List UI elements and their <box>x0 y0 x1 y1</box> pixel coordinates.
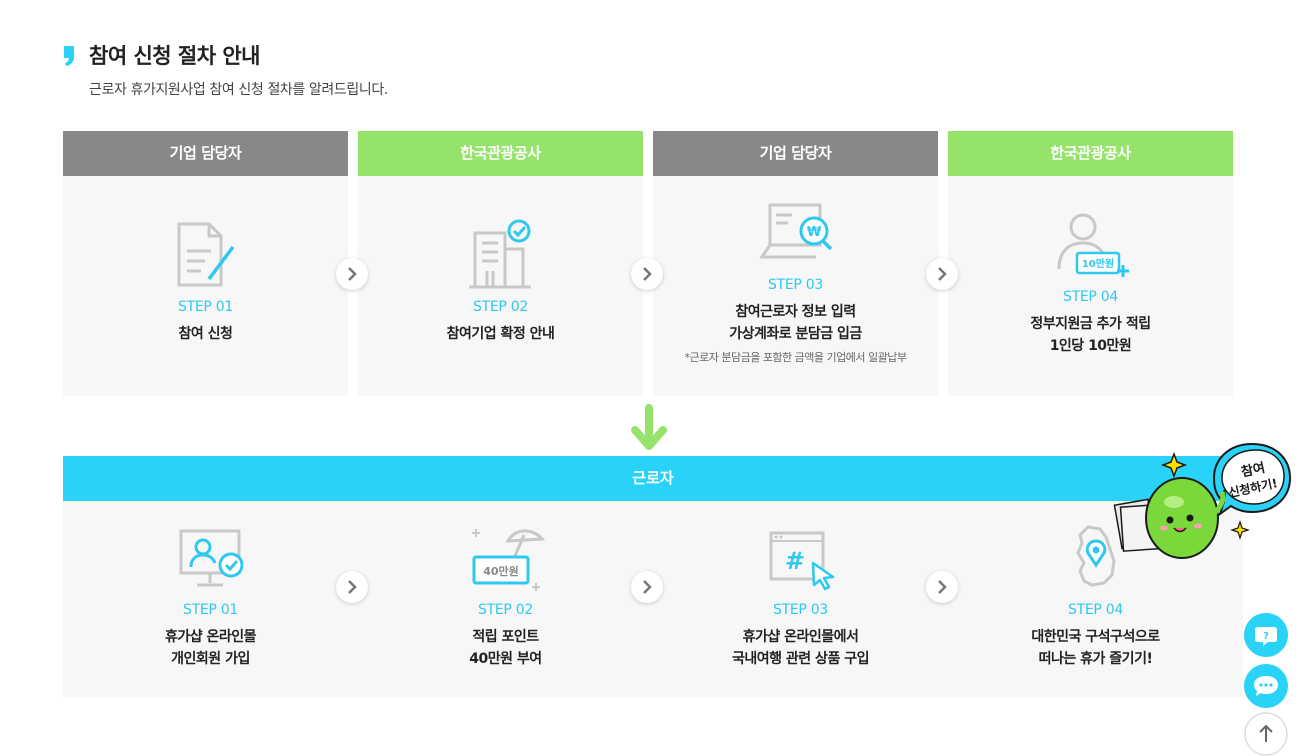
page-title: 참여 신청 절차 안내 <box>89 44 261 68</box>
svg-text:₩: ₩ <box>806 225 821 240</box>
bubble-line-1: 참여 <box>1240 460 1267 481</box>
step-description: 참여기업 확정 안내 <box>446 326 555 342</box>
process-step-card: 한국관광공사 10만원 STEP 04 정부지원금 추가 적립 1인당 10만원 <box>948 131 1233 396</box>
step-role-header: 한국관광공사 <box>948 131 1233 176</box>
process-step-card: 기업 담당자 STEP 01 참여 신청 <box>63 131 348 396</box>
step-description: 휴가샵 온라인몰에서 국내여행 관련 상품 구입 <box>732 629 869 667</box>
laptop-won-icon: ₩ <box>653 201 938 281</box>
chevron-right-icon <box>643 267 652 281</box>
money-label: 40만원 <box>483 564 519 578</box>
chevron-right-icon <box>643 580 652 594</box>
document-edit-icon <box>63 221 348 301</box>
chevron-right-icon <box>938 580 947 594</box>
process-step-card: STEP 01 휴가샵 온라인몰 개인회원 가입 <box>63 501 358 697</box>
step-description: 정부지원금 추가 적립 1인당 10만원 <box>1030 316 1151 354</box>
page-subtitle: 근로자 휴가지원사업 참여 신청 절차를 알려드립니다. <box>89 82 388 98</box>
step-role-header: 기업 담당자 <box>63 131 348 176</box>
step-number: STEP 04 <box>1068 602 1123 618</box>
next-step-arrow <box>926 258 958 290</box>
worker-header: 근로자 <box>63 456 1243 501</box>
step-role-header: 한국관광공사 <box>358 131 643 176</box>
process-step-card: 40만원 STEP 02 적립 포인트 40만원 부여 <box>358 501 653 697</box>
step-number: STEP 04 <box>1063 289 1118 305</box>
svg-text:#: # <box>784 547 804 575</box>
beach-umbrella-money-icon: 40만원 <box>358 523 653 603</box>
next-step-arrow <box>631 258 663 290</box>
quote-mark-icon <box>64 46 74 66</box>
process-step-card: STEP 04 대한민국 구석구석으로 떠나는 휴가 즐기기! <box>948 501 1243 697</box>
next-step-arrow <box>926 571 958 603</box>
chat-bubble-icon <box>1244 664 1288 708</box>
process-step-card: 기업 담당자 ₩ STEP 03 참여근로자 정보 입력 가상계좌로 분담금 입… <box>653 131 938 396</box>
step-number: STEP 02 <box>473 299 528 315</box>
chat-question-icon: ? <box>1244 613 1288 657</box>
money-label: 10만원 <box>1081 257 1113 270</box>
user-plus-money-icon: 10만원 <box>948 211 1233 291</box>
korea-map-pin-icon <box>948 523 1243 603</box>
step-number: STEP 03 <box>773 602 828 618</box>
step-number: STEP 03 <box>768 277 823 293</box>
step-description: 참여 신청 <box>178 326 233 342</box>
step-role-header: 기업 담당자 <box>653 131 938 176</box>
process-step-card: # STEP 03 휴가샵 온라인몰에서 국내여행 관련 상품 구입 <box>653 501 948 697</box>
monitor-user-check-icon <box>63 527 358 607</box>
step-note: *근로자 분담금을 포함한 금액을 기업에서 일괄납부 <box>684 351 907 364</box>
chevron-right-icon <box>938 267 947 281</box>
step-description: 휴가샵 온라인몰 개인회원 가입 <box>164 629 257 667</box>
chevron-right-icon <box>348 580 357 594</box>
chat-button[interactable] <box>1244 664 1288 708</box>
faq-chat-button[interactable]: ? <box>1244 613 1288 657</box>
step-description: 참여근로자 정보 입력 가상계좌로 분담금 입금 <box>729 304 862 342</box>
step-number: STEP 01 <box>178 299 233 315</box>
chevron-right-icon <box>348 267 357 281</box>
building-check-icon <box>358 219 643 299</box>
shopping-bag-cursor-icon: # <box>653 527 948 607</box>
process-step-card: 한국관광공사 STEP 02 참여기업 확정 안내 <box>358 131 643 396</box>
down-arrow-icon <box>631 404 667 450</box>
step-description: 대한민국 구석구석으로 떠나는 휴가 즐기기! <box>1031 629 1160 667</box>
arrow-up-icon <box>1244 712 1288 756</box>
next-step-arrow <box>631 571 663 603</box>
next-step-arrow <box>336 571 368 603</box>
step-number: STEP 01 <box>183 602 238 618</box>
next-step-arrow <box>336 258 368 290</box>
svg-text:?: ? <box>1263 631 1269 642</box>
step-description: 적립 포인트 40만원 부여 <box>469 629 542 667</box>
step-number: STEP 02 <box>478 602 533 618</box>
apply-now-mascot-button[interactable]: 참여 신청하기! <box>1112 440 1292 584</box>
scroll-top-button[interactable] <box>1244 712 1288 756</box>
